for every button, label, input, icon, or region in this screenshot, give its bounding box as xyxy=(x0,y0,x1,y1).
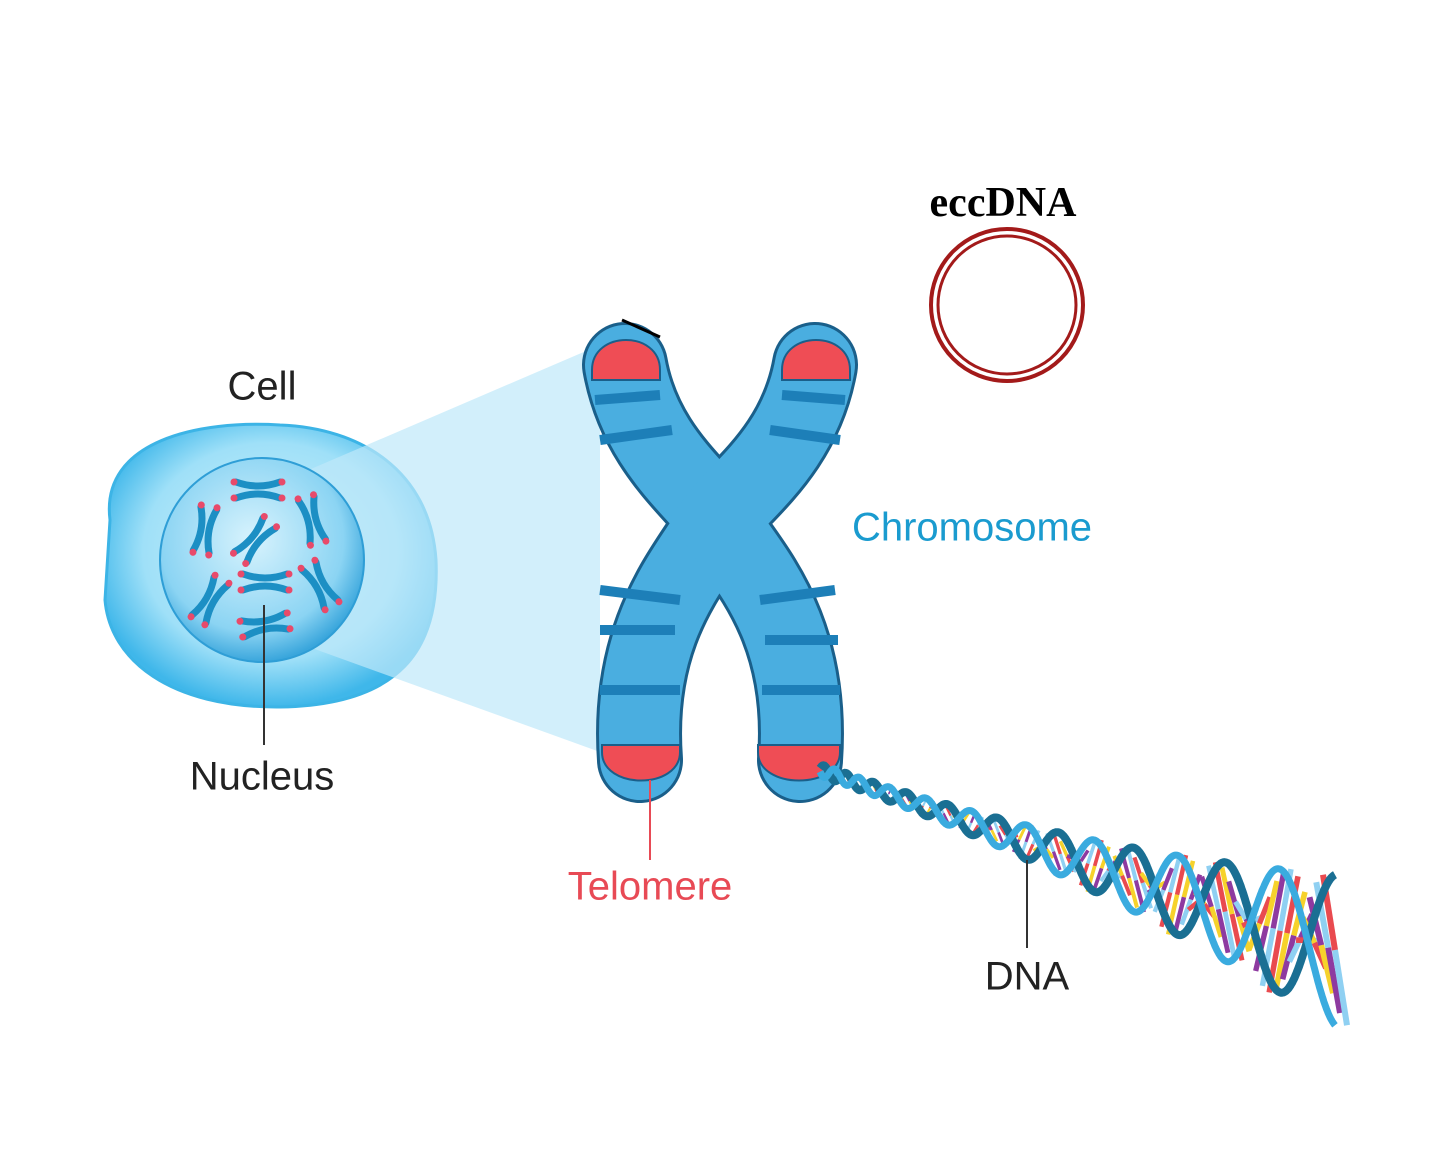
base-pair xyxy=(1325,947,1343,1014)
base-pair xyxy=(1318,944,1336,994)
base-pair xyxy=(998,825,1007,836)
mini-chromosome xyxy=(297,556,343,614)
base-pair xyxy=(1045,848,1055,859)
chromosome xyxy=(582,322,858,803)
base-pair xyxy=(1079,849,1090,863)
nucleus-label: Nucleus xyxy=(189,754,335,799)
base-pair xyxy=(1233,900,1248,921)
base-pair xyxy=(1017,826,1027,841)
eccdna-ring-outer xyxy=(929,227,1085,383)
base-pair xyxy=(1051,851,1062,871)
base-pair xyxy=(1219,867,1235,915)
base-pair xyxy=(1161,867,1175,891)
base-pair xyxy=(1332,949,1350,1026)
eccdna-ring-inner xyxy=(936,234,1078,376)
mini-chromosome xyxy=(237,570,293,594)
base-pair xyxy=(1099,869,1110,883)
base-pair xyxy=(1209,906,1224,938)
base-pair xyxy=(1284,875,1301,934)
base-pair xyxy=(1222,911,1238,962)
eccdna-label: eccDNA xyxy=(929,180,1077,226)
base-pair xyxy=(1181,860,1196,898)
base-pair xyxy=(1125,848,1138,881)
dna-strand-front xyxy=(816,765,1338,1028)
chromosome-label: Chromosome xyxy=(851,505,1093,550)
mark-line xyxy=(621,318,661,339)
base-pair xyxy=(1226,880,1242,918)
base-pair xyxy=(1168,857,1182,893)
base-pair xyxy=(1086,841,1097,865)
mini-chromosome xyxy=(187,571,233,629)
base-pair xyxy=(1120,874,1132,897)
base-pair xyxy=(1132,856,1145,884)
base-pair xyxy=(1263,880,1280,927)
mini-chromosome xyxy=(294,491,330,549)
mini-chromosome xyxy=(230,478,286,502)
base-pair xyxy=(1215,908,1231,954)
zoom-cone xyxy=(262,345,600,752)
base-pair xyxy=(1270,870,1287,929)
base-pair xyxy=(1273,932,1290,991)
base-pair xyxy=(1092,867,1104,891)
mini-chromosome xyxy=(229,512,281,568)
base-pair xyxy=(1139,871,1152,887)
base-pair xyxy=(1172,896,1187,935)
mini-chromosome xyxy=(189,501,221,559)
dna-label: DNA xyxy=(984,954,1070,999)
base-pair xyxy=(990,829,999,842)
dna-helix xyxy=(816,761,1350,1028)
telomere-label: Telomere xyxy=(567,864,733,909)
dna-strand-back xyxy=(816,761,1337,997)
base-pair xyxy=(1313,881,1332,949)
base-pair xyxy=(942,812,949,823)
base-pair xyxy=(1279,934,1297,980)
cell-label: Cell xyxy=(227,364,297,409)
telomeres xyxy=(591,339,851,782)
base-pair xyxy=(1257,896,1273,925)
base-pair xyxy=(1179,898,1193,926)
base-pair xyxy=(1127,877,1139,909)
base-pair xyxy=(1058,840,1069,858)
